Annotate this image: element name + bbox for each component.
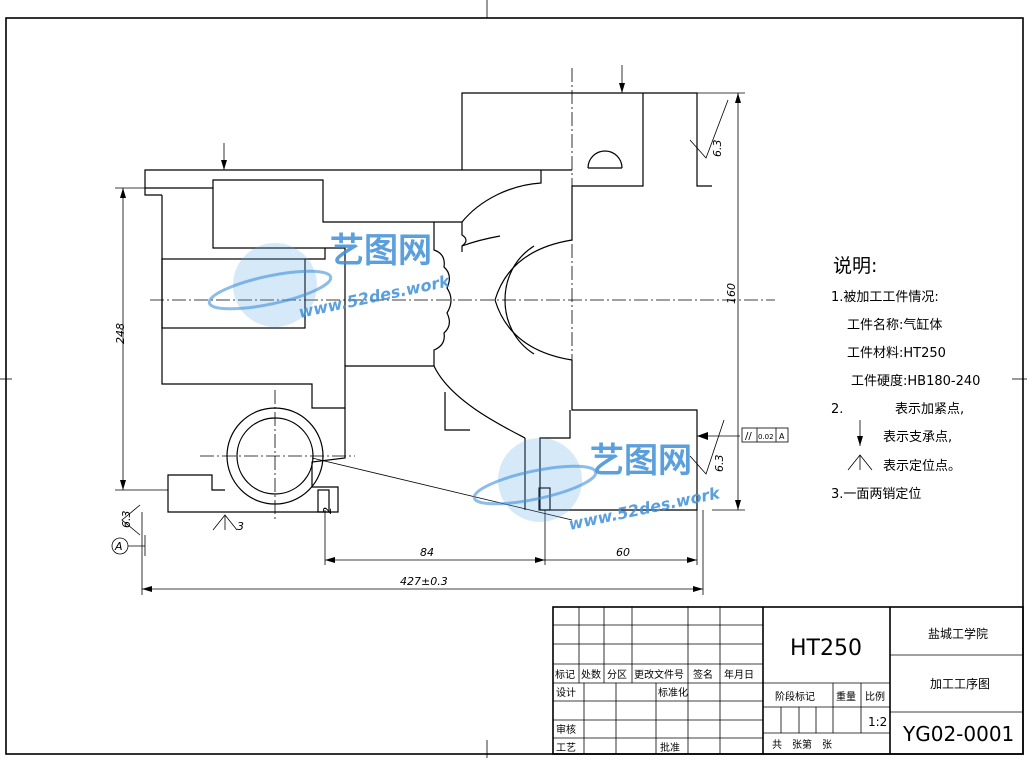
tb-drawing-name: 加工工序图 xyxy=(930,676,990,691)
svg-text:6.3: 6.3 xyxy=(711,140,724,158)
watermark-2: 艺图网 www.52des.work xyxy=(472,438,723,534)
note-line-8: 3.一面两销定位 xyxy=(831,487,921,502)
dimension-160: 160 xyxy=(697,92,745,511)
watermark-url-1: www.52des.work xyxy=(297,271,453,322)
note-line-2: 工件名称:气缸体 xyxy=(847,317,942,333)
clamp-arrow-top-right xyxy=(619,65,625,93)
dimension-427: 427±0.3 xyxy=(141,510,704,595)
roughness-symbol-left: 6.3 xyxy=(120,504,141,536)
svg-text:6.3: 6.3 xyxy=(713,455,726,473)
watermark-brand-2: 艺图网 xyxy=(590,441,692,481)
tb-material: HT250 xyxy=(790,636,862,661)
support-arrow-icon xyxy=(857,420,863,446)
note-line-5: 表示加紧点, xyxy=(895,402,964,417)
tb-col-sign: 签名 xyxy=(693,668,713,681)
tb-review: 审核 xyxy=(556,723,576,736)
note-line-6: 表示支承点, xyxy=(883,430,952,445)
svg-text:84: 84 xyxy=(420,546,434,559)
datum-a: A xyxy=(111,535,146,556)
tb-approve: 批准 xyxy=(660,741,680,754)
dimension-248: 248 xyxy=(114,187,168,491)
note-line-4: 工件硬度:HB180-240 xyxy=(851,373,980,389)
note-line-1: 1.被加工工件情况: xyxy=(831,290,939,305)
tolerance-frame: // 0.02 A xyxy=(741,427,789,443)
tb-col-date: 年月日 xyxy=(724,668,754,681)
tb-col-change-doc: 更改文件号 xyxy=(634,668,684,681)
svg-text:A: A xyxy=(779,432,785,441)
tb-process: 工艺 xyxy=(556,742,576,754)
watermark-1: 艺图网 www.52des.work xyxy=(207,231,453,327)
watermark-brand-1: 艺图网 xyxy=(330,231,432,271)
svg-text://: // xyxy=(745,431,752,442)
svg-text:160: 160 xyxy=(725,283,738,304)
clamp-arrow-top-left xyxy=(221,143,227,170)
watermark-url-2: www.52des.work xyxy=(567,483,723,534)
bore-circle xyxy=(226,407,324,505)
drawing-frame xyxy=(5,17,1024,755)
svg-text:6.3: 6.3 xyxy=(120,511,133,529)
svg-text:A: A xyxy=(114,540,123,553)
tb-scale-label: 比例 xyxy=(865,690,885,703)
tb-col-mark: 标记 xyxy=(555,669,575,681)
tb-stage-label: 阶段标记 xyxy=(775,690,815,703)
svg-text:427±0.3: 427±0.3 xyxy=(400,575,448,588)
svg-text:60: 60 xyxy=(616,546,630,559)
tb-col-zone: 分区 xyxy=(607,669,627,681)
locate-symbol-icon xyxy=(847,454,873,471)
note-line-7: 表示定位点。 xyxy=(883,459,961,474)
tb-col-count: 处数 xyxy=(581,668,601,681)
tb-sheets: 共 张第 张 xyxy=(772,738,832,751)
tb-weight-label: 重量 xyxy=(836,690,856,703)
note-line-3: 工件材料:HT250 xyxy=(847,346,946,361)
roughness-symbol-right: 6.3 xyxy=(689,419,726,475)
tb-code: YG02-0001 xyxy=(902,722,1014,746)
dimension-84: 84 xyxy=(324,510,546,565)
dimension-60: 60 xyxy=(545,510,698,565)
notes-heading: 说明: xyxy=(833,255,877,277)
note-line-5-num: 2. xyxy=(831,402,843,417)
locator-count-small: 2 xyxy=(321,507,334,514)
tb-standardize: 标准化 xyxy=(658,686,688,699)
roughness-symbol-top: 6.3 xyxy=(689,99,729,159)
svg-text:0.02: 0.02 xyxy=(758,433,774,441)
locator-count: 3 xyxy=(237,520,244,533)
svg-text:248: 248 xyxy=(114,323,127,344)
locate-symbol-bottom: 3 xyxy=(212,514,244,533)
notes-section: 说明: 1.被加工工件情况: 工件名称:气缸体 工件材料:HT250 工件硬度:… xyxy=(831,255,980,502)
tb-scale: 1:2 xyxy=(868,715,887,729)
tb-school: 盐城工学院 xyxy=(928,626,988,641)
title-block: 标记 处数 分区 更改文件号 签名 年月日 设计 标准化 审核 工艺 批准 HT… xyxy=(552,606,1024,755)
tb-design: 设计 xyxy=(556,686,576,699)
